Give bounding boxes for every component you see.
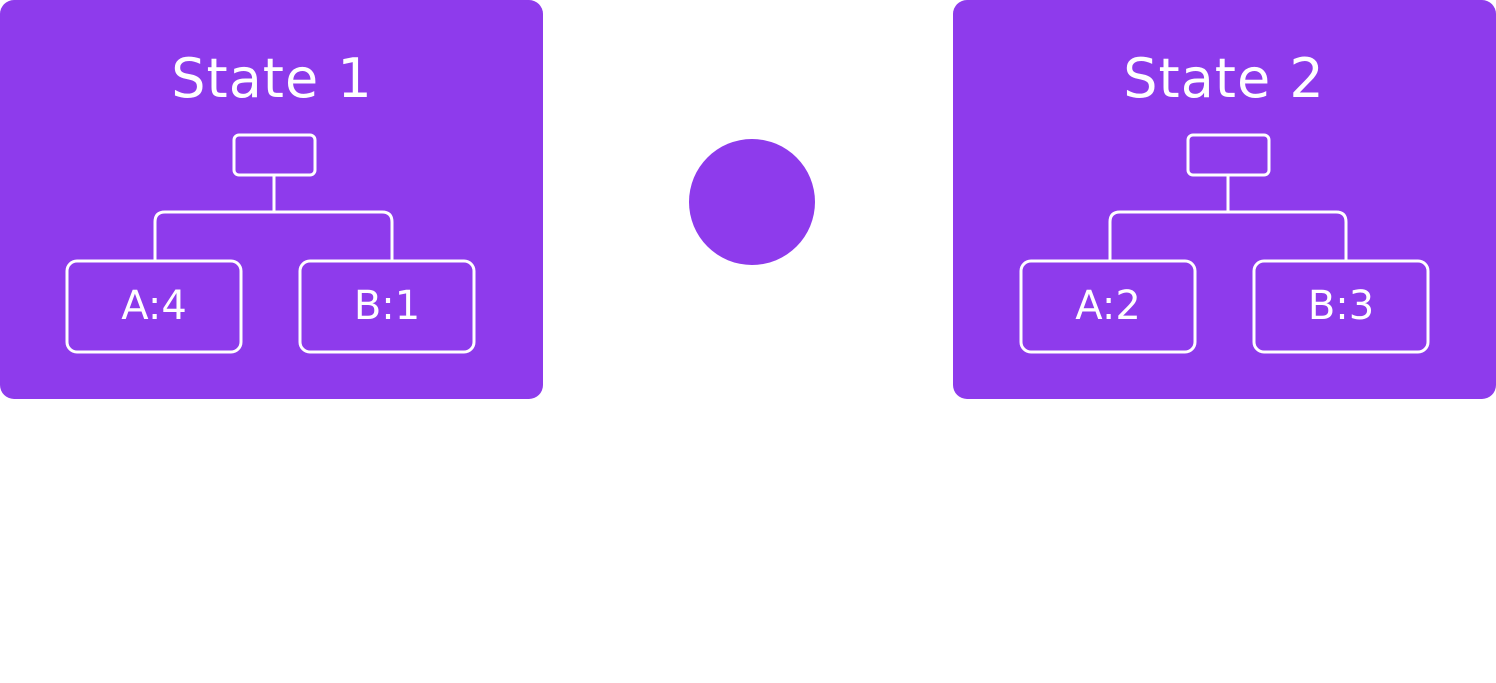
state-2-tree-connector — [1108, 175, 1348, 260]
state-1-tree-connector — [153, 175, 394, 260]
state-2-node-b — [1252, 259, 1430, 354]
state-2-title: State 2 — [1123, 47, 1324, 110]
state-2-node-b-label: B:3 — [1308, 283, 1374, 329]
state-1-title: State 1 — [171, 47, 372, 110]
state-1-node-b-label: B:1 — [354, 283, 420, 329]
state-1-node-a — [65, 259, 243, 354]
state-2-panel: State 2 A:2 B:3 — [953, 0, 1496, 399]
state-2-node-a — [1019, 259, 1197, 354]
state-1-node-b — [298, 259, 476, 354]
state-1-panel: State 1 A:4 B:1 — [0, 0, 543, 399]
state-2-node-a-label: A:2 — [1075, 283, 1141, 329]
state-1-node-a-label: A:4 — [121, 283, 187, 329]
transition-dot — [689, 139, 815, 265]
state-1-background — [0, 0, 543, 399]
state-2-background — [953, 0, 1496, 399]
